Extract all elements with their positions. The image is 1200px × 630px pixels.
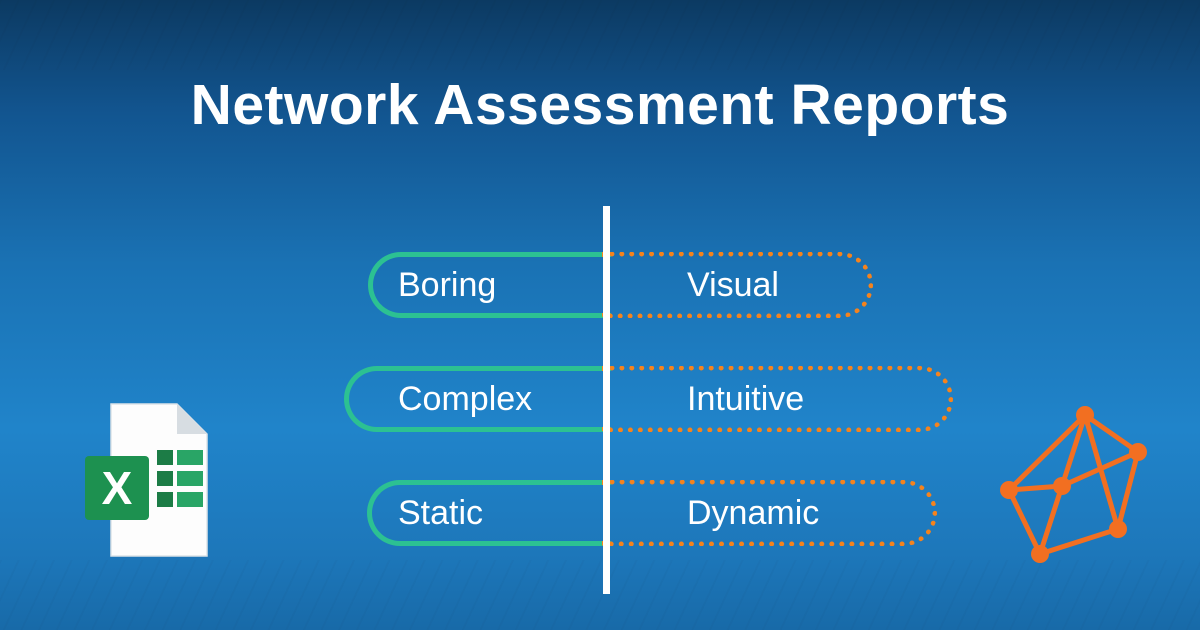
excel-letter: X: [102, 462, 133, 514]
right-pill-dynamic-label: Dynamic: [687, 493, 820, 532]
document-fold: [177, 404, 207, 434]
left-pill-complex: Complex: [344, 366, 611, 432]
divider-line: [603, 206, 610, 594]
right-pill-dynamic: Dynamic: [602, 480, 937, 546]
excel-file-icon-svg: X: [85, 403, 208, 557]
right-pill-intuitive-label: Intuitive: [687, 379, 805, 418]
excel-badge: [85, 456, 149, 520]
network-nodes: [1000, 406, 1147, 563]
right-pill-visual: Visual: [602, 252, 873, 318]
right-pill-intuitive: Intuitive: [602, 366, 953, 432]
left-pill-boring-label: Boring: [398, 265, 497, 304]
network-graph-icon-svg: [1000, 406, 1147, 563]
excel-icon: X: [85, 400, 215, 560]
left-pill-static: Static: [367, 480, 611, 546]
left-pill-complex-label: Complex: [398, 379, 533, 418]
spreadsheet-grid: [157, 450, 203, 507]
right-pill-visual-label: Visual: [687, 265, 779, 304]
page-title: Network Assessment Reports: [190, 73, 1010, 137]
left-pill-boring: Boring: [368, 252, 611, 318]
network-graph-icon: [1000, 402, 1150, 567]
left-pill-static-label: Static: [398, 493, 484, 532]
texture-band-bottom: [0, 560, 1200, 630]
texture-band-top: [0, 0, 1200, 70]
